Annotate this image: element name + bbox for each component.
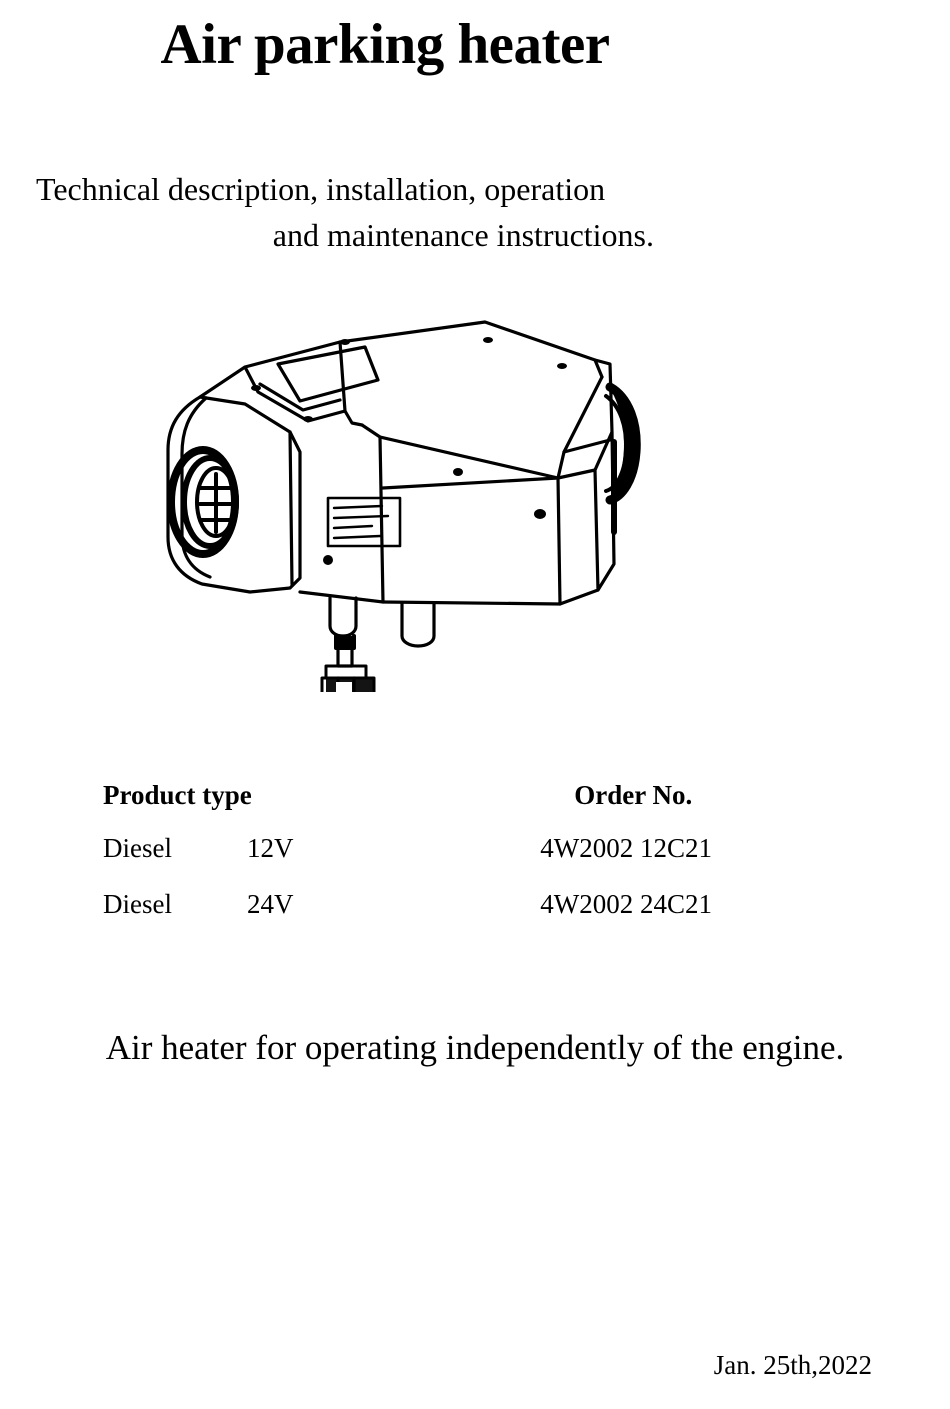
specification-table: Product type Order No. Diesel 12V 4W2002… — [0, 770, 950, 932]
cowling-crease — [180, 396, 212, 579]
collar-fill — [336, 636, 354, 648]
nameplate-plate — [326, 496, 402, 548]
screw-dot-2 — [303, 416, 313, 422]
body-top-right-edge — [593, 358, 614, 434]
cell-order-no: 4W2002 12C21 — [540, 832, 712, 863]
document-date: Jan. 25th,2022 — [713, 1350, 872, 1380]
nameplate-text-lines — [332, 504, 390, 540]
exhaust-port-cylinder — [400, 602, 436, 648]
mount-bracket-upper — [324, 664, 368, 680]
table-body: Diesel 12V 4W2002 12C21 Diesel 24V 4W200… — [0, 820, 950, 932]
flank-lower-body — [378, 435, 562, 606]
rear-intake-fill — [610, 388, 637, 499]
cell-voltage: 24V — [247, 888, 294, 919]
cell-fuel-type: Diesel — [103, 888, 172, 919]
cell-order-no: 4W2002 24C21 — [540, 888, 712, 919]
screw-dot-5 — [557, 363, 567, 369]
port-neck — [336, 646, 354, 668]
fuel-port-cylinder — [328, 596, 358, 638]
screw-dot-6 — [453, 468, 463, 476]
rear-top-fold — [556, 375, 604, 480]
body-top-edge — [198, 320, 604, 399]
table-row: Diesel 24V 4W2002 24C21 — [0, 876, 950, 932]
air-heater-drawing — [166, 320, 641, 692]
cell-fuel-type: Diesel — [103, 832, 172, 863]
rear-face-panel — [556, 468, 600, 606]
bracket-window — [336, 682, 352, 692]
top-recess-inset — [276, 345, 380, 403]
screw-dot-3 — [340, 339, 350, 345]
document-subtitle: Technical description, installation, ope… — [36, 166, 676, 259]
shoulder-fold — [343, 409, 364, 427]
table-row: Diesel 12V 4W2002 12C21 — [0, 820, 950, 876]
column-header-order-no: Order No. — [574, 779, 693, 810]
page-title: Air parking heater — [160, 13, 610, 76]
fastener-dots — [251, 337, 567, 565]
product-illustration — [140, 292, 670, 692]
screw-dot-1 — [251, 385, 261, 391]
product-order-table: Product type Order No. Diesel 12V 4W2002… — [0, 770, 950, 932]
document-tagline: Air heater for operating independently o… — [105, 1028, 845, 1067]
front-cowling — [166, 395, 302, 594]
flank-split-seam — [381, 476, 560, 490]
air-outlet-inner-ring — [195, 466, 237, 538]
cell-voltage: 12V — [247, 832, 294, 863]
screw-dot-4 — [483, 337, 493, 343]
subtitle-line-2: and maintenance instructions. — [272, 217, 654, 254]
subtitle-line-1: Technical description, installation, ope… — [36, 171, 606, 207]
screw-dot-8 — [323, 555, 333, 565]
table-header-row: Product type Order No. — [0, 770, 950, 820]
column-header-product-type: Product type — [103, 779, 252, 810]
rear-top-seam — [562, 438, 612, 454]
screw-dot-7 — [534, 509, 546, 519]
table-head: Product type Order No. — [0, 770, 950, 820]
shoulder-inset-line — [258, 382, 342, 412]
flank-left-edge — [298, 423, 385, 604]
cowling-seam — [288, 430, 294, 586]
solid-shaded-parts — [326, 388, 637, 692]
